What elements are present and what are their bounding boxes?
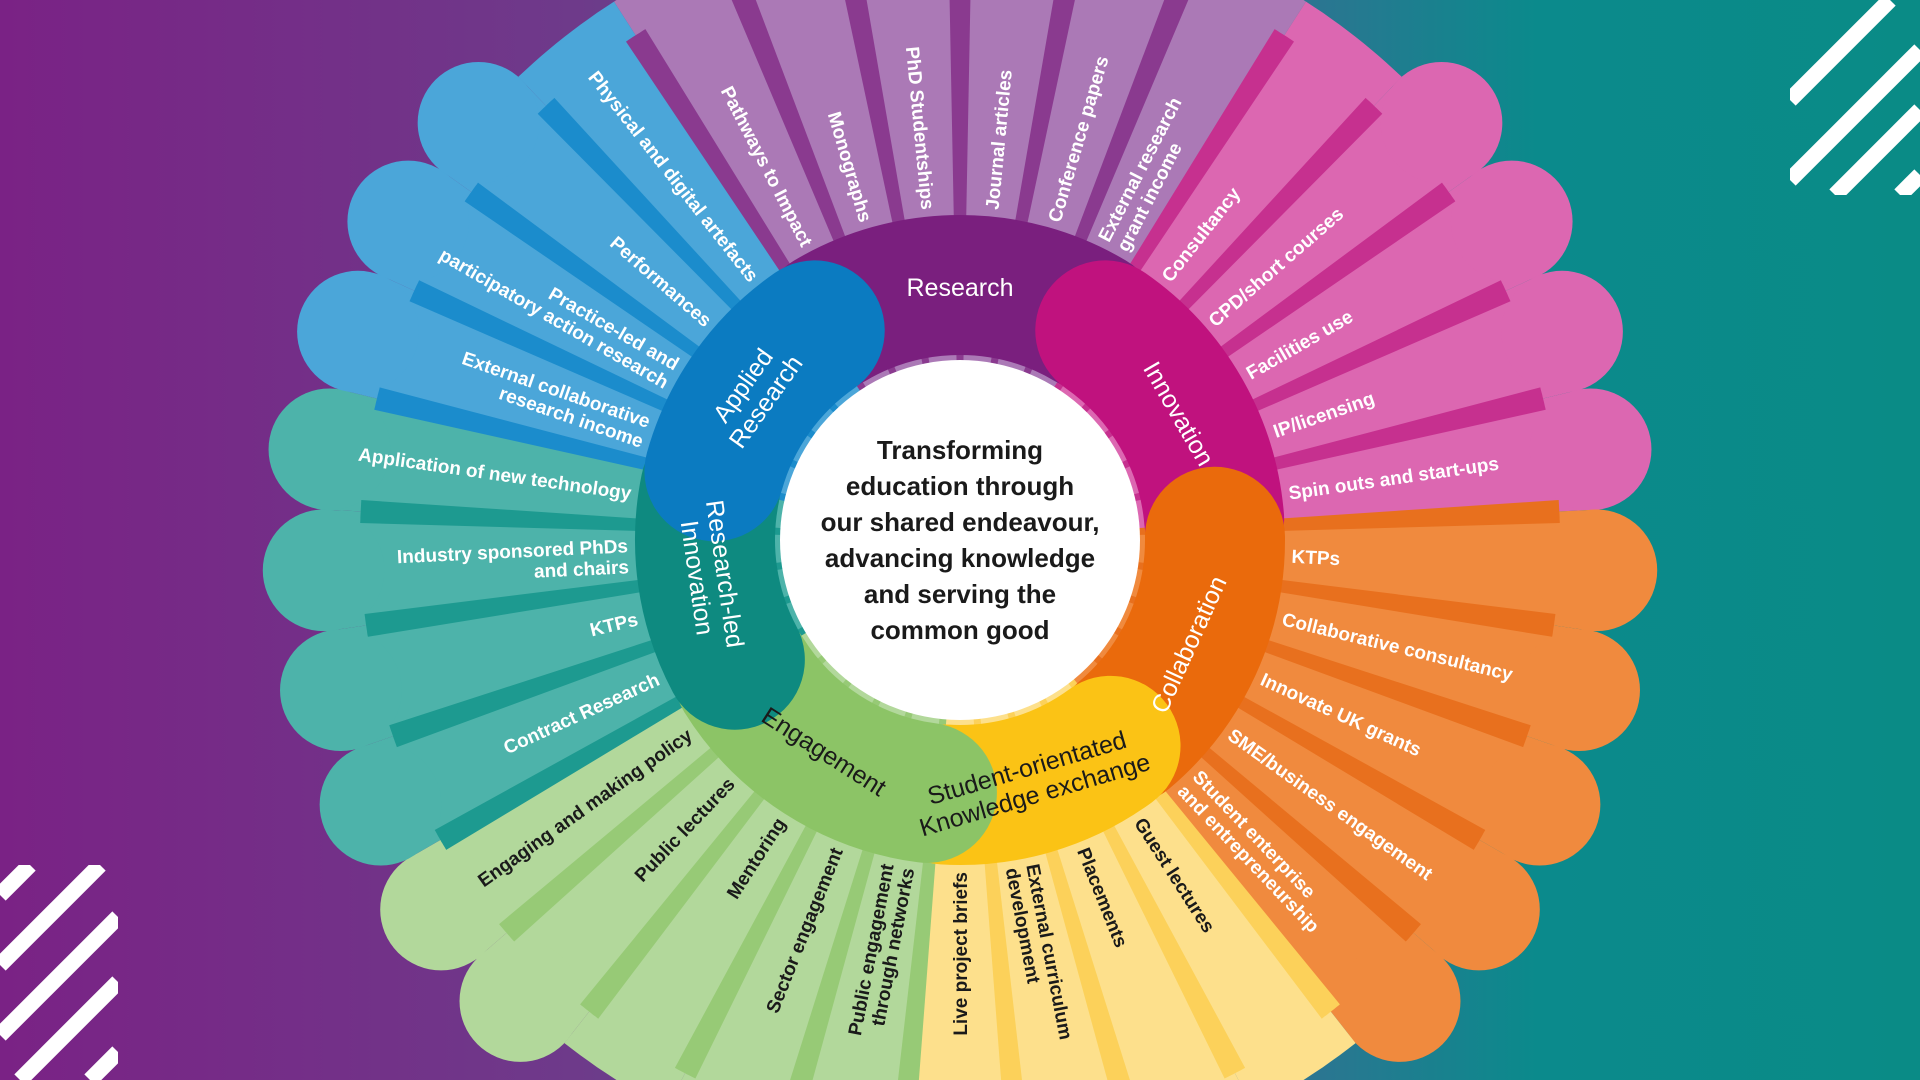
petal-cap [268, 388, 391, 511]
petal-cap [1529, 388, 1652, 511]
petal-cap [280, 629, 402, 752]
petal-cap [380, 848, 502, 971]
decorative-stripes-bottom-left [0, 865, 118, 1080]
center-circle [780, 360, 1140, 720]
petal-cap [1501, 270, 1623, 393]
petal-cap [319, 743, 442, 866]
petal-cap [1380, 61, 1503, 184]
petal-cap [297, 270, 419, 393]
category-segment [644, 260, 885, 542]
center-mission-text: education through [846, 471, 1074, 501]
petal-cap [1478, 743, 1601, 866]
center-mission-text: advancing knowledge [825, 543, 1095, 573]
petal-cap [262, 509, 385, 632]
petal-cap [1418, 848, 1540, 971]
petal-cap [1450, 160, 1573, 283]
petal-cap [1338, 940, 1461, 1062]
spoke-label: KTPs [1291, 547, 1341, 570]
category-ring [635, 215, 1285, 865]
petal-cap [417, 61, 540, 184]
petal-band [731, 0, 960, 540]
spoke-label: Live project briefs [951, 872, 972, 1036]
center-mission-text: Transforming [877, 435, 1043, 465]
spoke-item: KTPs [1291, 547, 1341, 570]
petal-cap [347, 160, 470, 283]
category-label: Research [907, 274, 1014, 302]
center-mission-text: our shared endeavour, [821, 507, 1100, 537]
spoke-label: and chairs [534, 557, 630, 582]
center-mission-text: and serving the [864, 579, 1056, 609]
decorative-stripes-top-right [1790, 0, 1920, 195]
center-mission-text: common good [870, 615, 1049, 645]
petal-cap [459, 940, 582, 1062]
spoke-item: Live project briefs [951, 872, 972, 1036]
petal-cap [1535, 509, 1658, 632]
petal-cap [1518, 629, 1640, 752]
category-label-line: Research [907, 274, 1014, 302]
